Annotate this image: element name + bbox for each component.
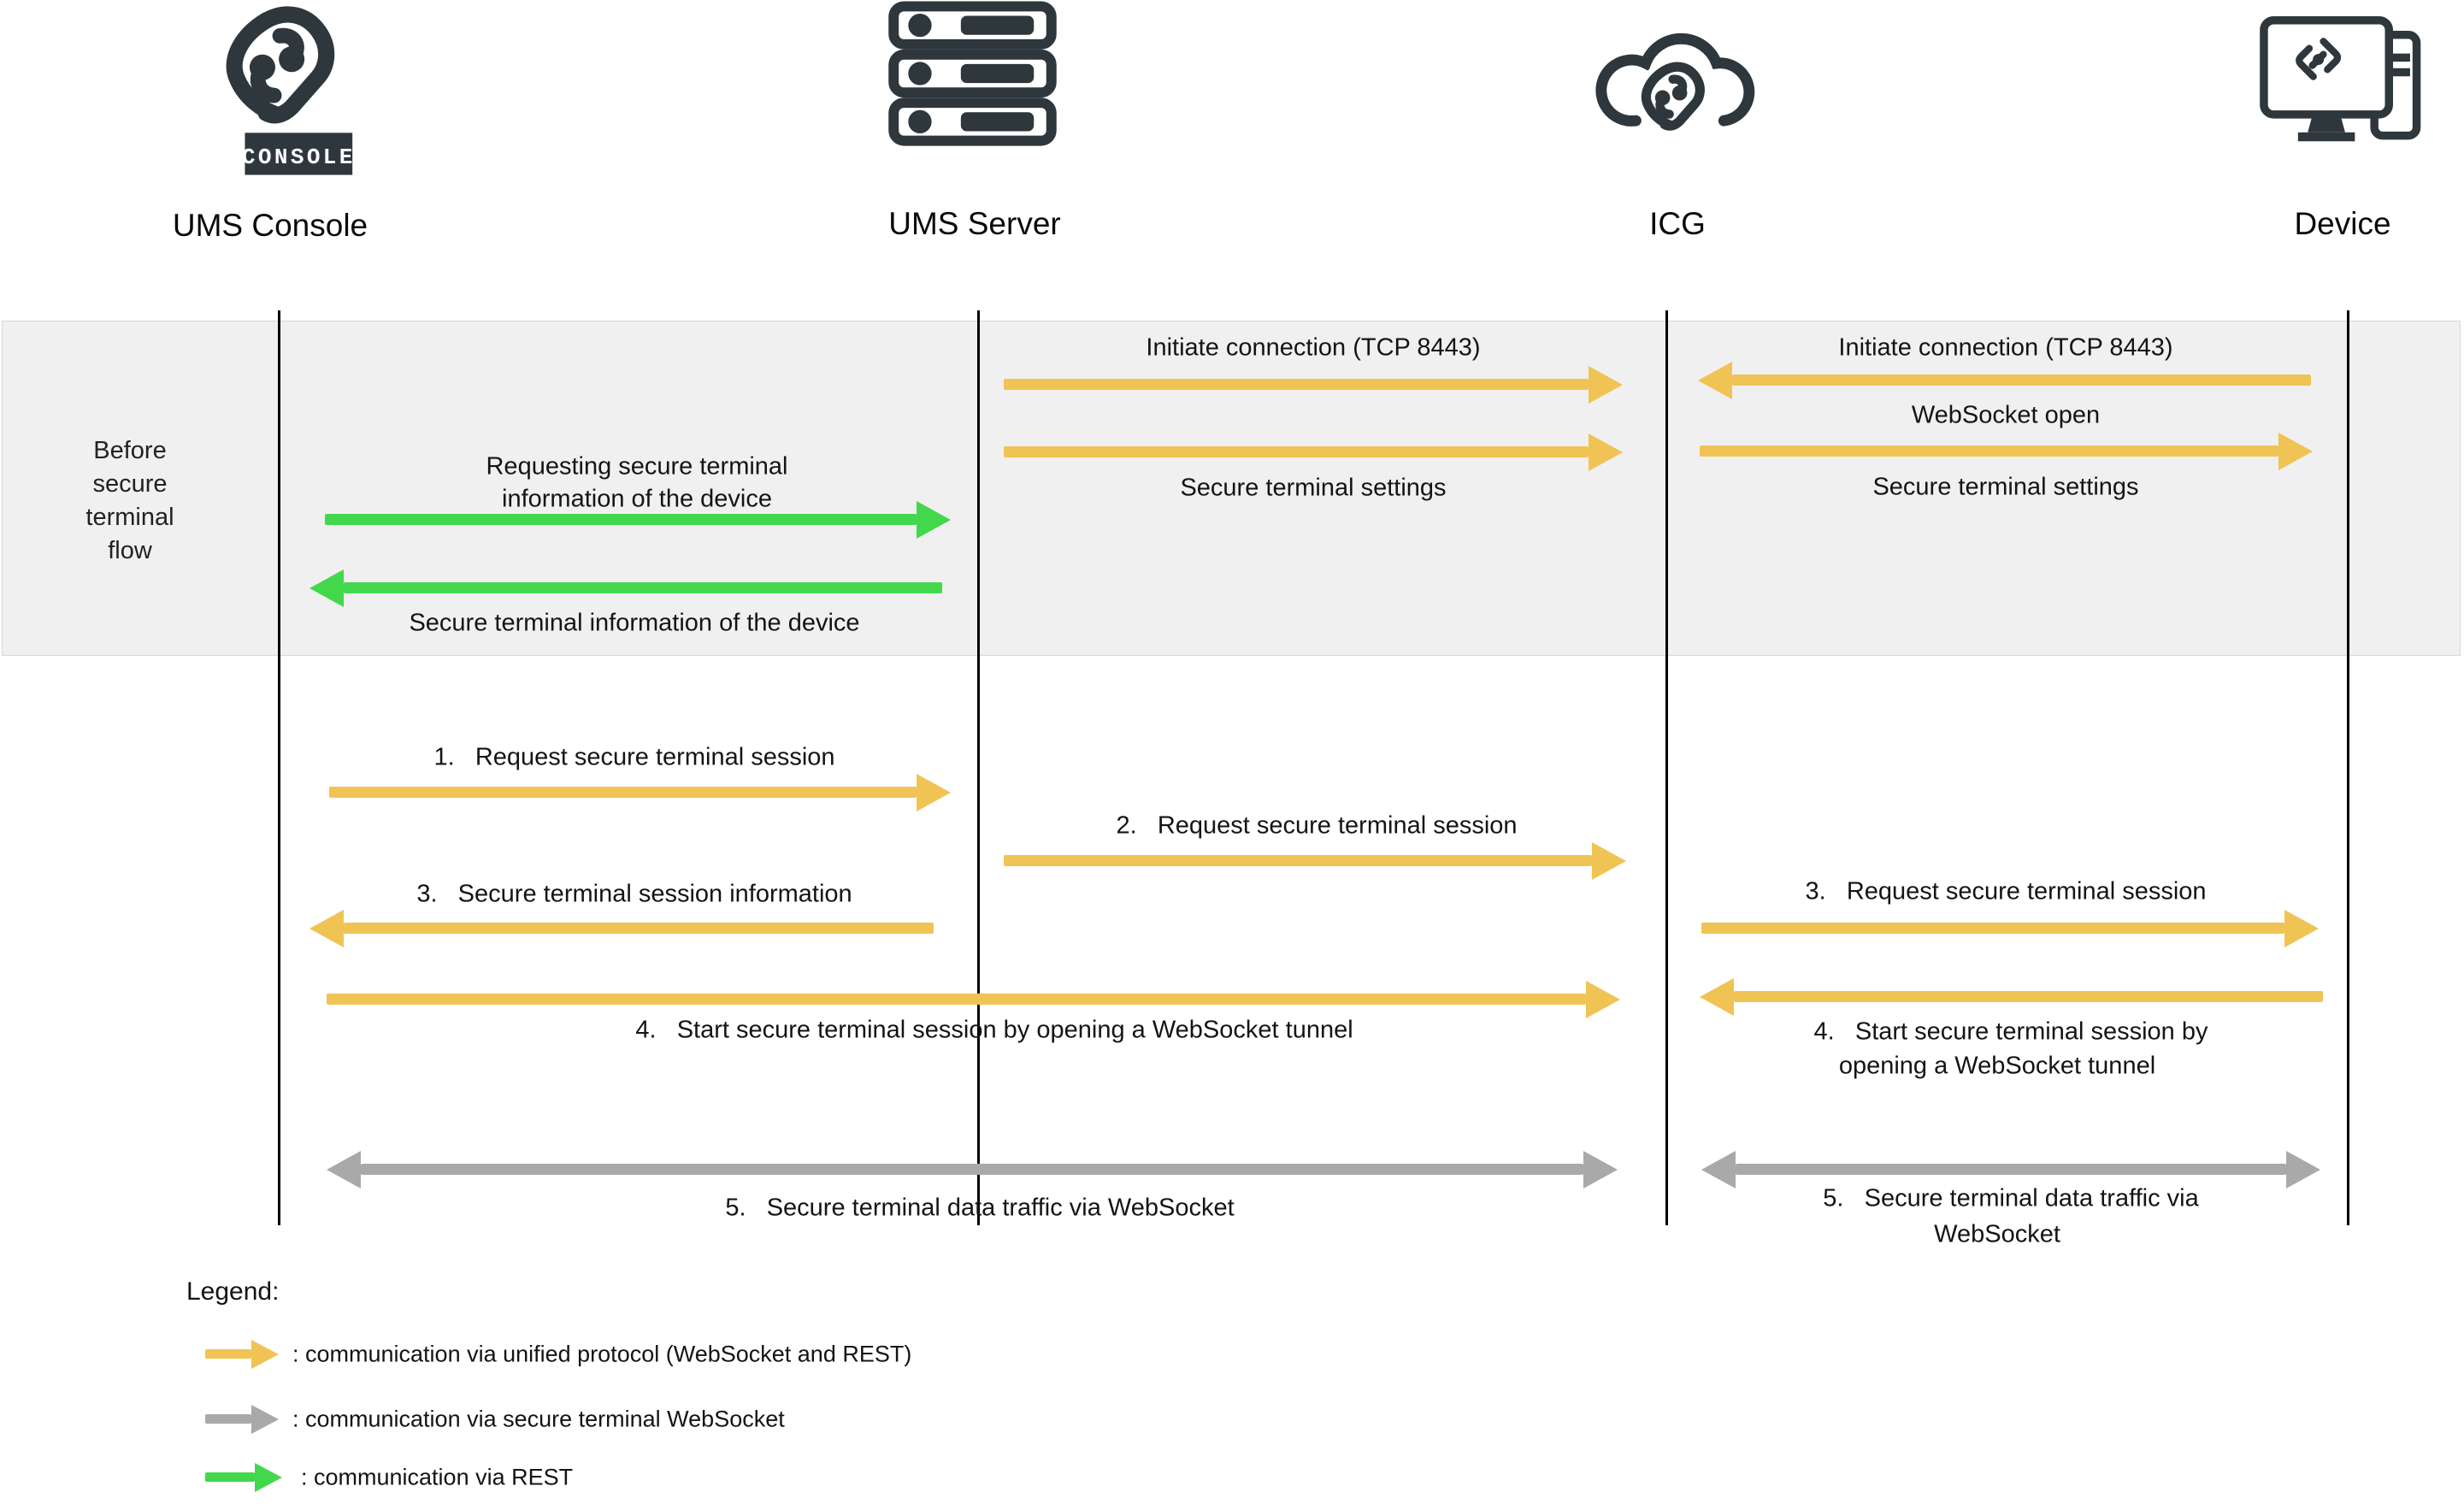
- message-step5-right-line2: WebSocket: [1934, 1220, 2060, 1248]
- message-websocket-open: WebSocket open: [1911, 401, 2101, 429]
- lifeline-ums-server: [977, 310, 980, 1225]
- message-secure-terminal-settings-mid: Secure terminal settings: [1180, 474, 1447, 502]
- message-initiate-connection-right: Initiate connection (TCP 8443): [1838, 333, 2173, 362]
- console-badge-text: CONSOLE: [242, 145, 356, 170]
- actor-label-device: Device: [2294, 206, 2391, 241]
- message-requesting-secure-terminal-line2: information of the device: [502, 485, 772, 513]
- arrow-step4-console-to-icg: [327, 994, 1586, 1005]
- band-left-line: Before: [93, 437, 167, 464]
- message-step3-right: 3. Request secure terminal session: [1805, 877, 2207, 905]
- band-left-line: terminal: [85, 504, 174, 531]
- arrow-step5-console-icg-bidirectional: [361, 1164, 1583, 1175]
- band-left-line: flow: [108, 537, 152, 564]
- message-initiate-connection-mid: Initiate connection (TCP 8443): [1146, 333, 1481, 362]
- arrow-step1-console-to-server: [329, 787, 917, 798]
- legend-rest-arrow-icon: [205, 1472, 255, 1482]
- message-secure-terminal-settings-right: Secure terminal settings: [1872, 473, 2139, 501]
- arrow-initiate-connection-device-to-icg: [1732, 375, 2311, 386]
- legend-unified-protocol-arrow-icon: [205, 1349, 251, 1359]
- legend-rest-label: : communication via REST: [301, 1464, 574, 1490]
- device-workstation-icon: [2259, 15, 2430, 145]
- actor-label-ums-console: UMS Console: [172, 208, 368, 243]
- message-step3-left: 3. Secure terminal session information: [416, 880, 852, 908]
- message-step5-right-line1: 5. Secure terminal data traffic via: [1823, 1184, 2199, 1212]
- arrow-rest-response-server-to-console: [344, 582, 942, 593]
- arrow-step4-device-to-icg: [1734, 991, 2323, 1002]
- message-step5-left: 5. Secure terminal data traffic via WebS…: [725, 1194, 1235, 1222]
- arrow-websocket-open-icg-to-device: [1700, 445, 2278, 457]
- message-step4-left: 4. Start secure terminal session by open…: [635, 1016, 1353, 1044]
- band-left-line: secure: [92, 470, 168, 498]
- band-left-label: Before secure terminal flow: [85, 434, 174, 568]
- message-step2: 2. Request secure terminal session: [1116, 811, 1518, 840]
- message-step4-right-line1: 4. Start secure terminal session by: [1813, 1017, 2208, 1046]
- legend-secure-terminal-websocket-arrow-icon: [205, 1414, 251, 1424]
- legend-secure-terminal-websocket-label: : communication via secure terminal WebS…: [292, 1406, 785, 1432]
- arrow-initiate-connection-server-to-icg: [1004, 379, 1589, 390]
- actor-label-icg: ICG: [1649, 206, 1706, 241]
- arrow-secure-terminal-settings-server-to-icg: [1004, 446, 1589, 457]
- server-stack-icon: [885, 0, 1060, 147]
- legend-title: Legend:: [186, 1277, 280, 1306]
- arrow-rest-request-console-to-server: [325, 514, 917, 525]
- message-step1: 1. Request secure terminal session: [433, 743, 835, 771]
- arrow-step3-server-to-console: [344, 923, 934, 934]
- lifeline-device: [2347, 310, 2349, 1225]
- message-requesting-secure-terminal-line1: Requesting secure terminal: [486, 452, 788, 481]
- ums-console-logo-icon: CONSOLE: [214, 4, 372, 180]
- arrow-step3-icg-to-device: [1701, 923, 2284, 934]
- arrow-step5-icg-device-bidirectional: [1736, 1164, 2286, 1175]
- cloud-icg-icon: [1592, 7, 1763, 154]
- actor-label-ums-server: UMS Server: [888, 206, 1061, 241]
- arrow-step2-server-to-icg: [1004, 855, 1592, 866]
- legend-unified-protocol-label: : communication via unified protocol (We…: [292, 1341, 912, 1367]
- message-step4-right-line2: opening a WebSocket tunnel: [1838, 1052, 2156, 1080]
- lifeline-ums-console: [278, 310, 280, 1225]
- message-secure-terminal-information: Secure terminal information of the devic…: [409, 609, 860, 637]
- lifeline-icg: [1665, 310, 1668, 1225]
